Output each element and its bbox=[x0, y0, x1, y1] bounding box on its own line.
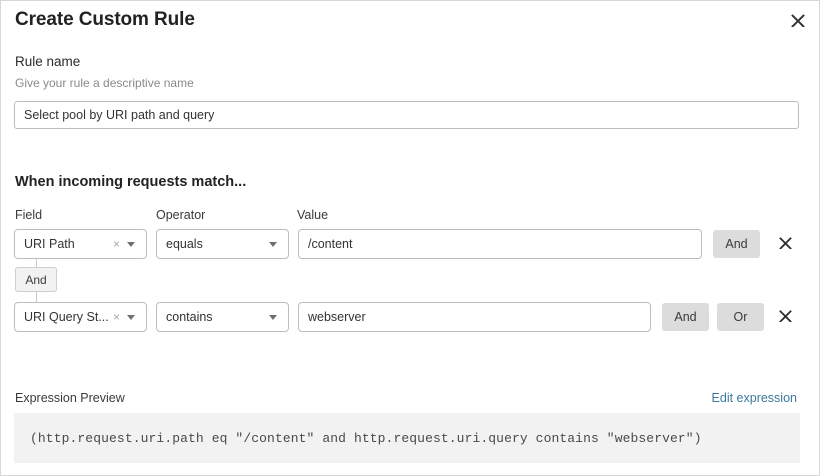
condition-row: URI Query St... × contains And Or bbox=[1, 302, 819, 332]
connector-line-bottom bbox=[36, 292, 37, 302]
operator-select-1-value: equals bbox=[166, 237, 203, 251]
column-header-value: Value bbox=[297, 208, 329, 222]
edit-expression-link[interactable]: Edit expression bbox=[711, 391, 797, 405]
rule-name-input[interactable] bbox=[14, 101, 799, 129]
close-dialog-button[interactable] bbox=[785, 7, 811, 33]
field-select-2-value: URI Query St... bbox=[24, 310, 109, 324]
condition-row: URI Path × equals And bbox=[1, 229, 819, 259]
logic-and-button-1[interactable]: And bbox=[713, 230, 760, 258]
chevron-down-icon bbox=[269, 241, 277, 247]
delete-condition-button-2[interactable] bbox=[773, 302, 797, 332]
value-input-1[interactable] bbox=[298, 229, 702, 259]
close-icon bbox=[778, 309, 792, 325]
expression-preview-label: Expression Preview bbox=[15, 391, 125, 405]
close-icon bbox=[778, 236, 792, 252]
expression-code: (http.request.uri.path eq "/content" and… bbox=[30, 430, 702, 446]
operator-select-2-value: contains bbox=[166, 310, 213, 324]
chevron-down-icon bbox=[269, 314, 277, 320]
field-clear-icon[interactable]: × bbox=[112, 236, 120, 251]
chevron-down-icon bbox=[127, 241, 135, 247]
close-icon bbox=[791, 13, 805, 27]
field-select-1[interactable]: URI Path × bbox=[14, 229, 147, 259]
field-clear-icon[interactable]: × bbox=[112, 309, 120, 324]
value-input-2[interactable] bbox=[298, 302, 651, 332]
group-connector-and[interactable]: And bbox=[15, 267, 57, 292]
operator-select-1[interactable]: equals bbox=[156, 229, 289, 259]
logic-or-button-2[interactable]: Or bbox=[717, 303, 764, 331]
page-title: Create Custom Rule bbox=[15, 9, 195, 30]
expression-preview-box: (http.request.uri.path eq "/content" and… bbox=[14, 413, 800, 463]
rule-name-help-text: Give your rule a descriptive name bbox=[15, 76, 194, 90]
rule-name-label: Rule name bbox=[15, 54, 81, 69]
column-header-field: Field bbox=[15, 208, 43, 222]
connector-line-top bbox=[36, 259, 37, 268]
operator-select-2[interactable]: contains bbox=[156, 302, 289, 332]
field-select-1-value: URI Path bbox=[24, 237, 75, 251]
delete-condition-button-1[interactable] bbox=[773, 229, 797, 259]
match-section-heading: When incoming requests match... bbox=[15, 174, 247, 190]
logic-and-button-2[interactable]: And bbox=[662, 303, 709, 331]
chevron-down-icon bbox=[127, 314, 135, 320]
column-header-operator: Operator bbox=[156, 208, 206, 222]
field-select-2[interactable]: URI Query St... × bbox=[14, 302, 147, 332]
